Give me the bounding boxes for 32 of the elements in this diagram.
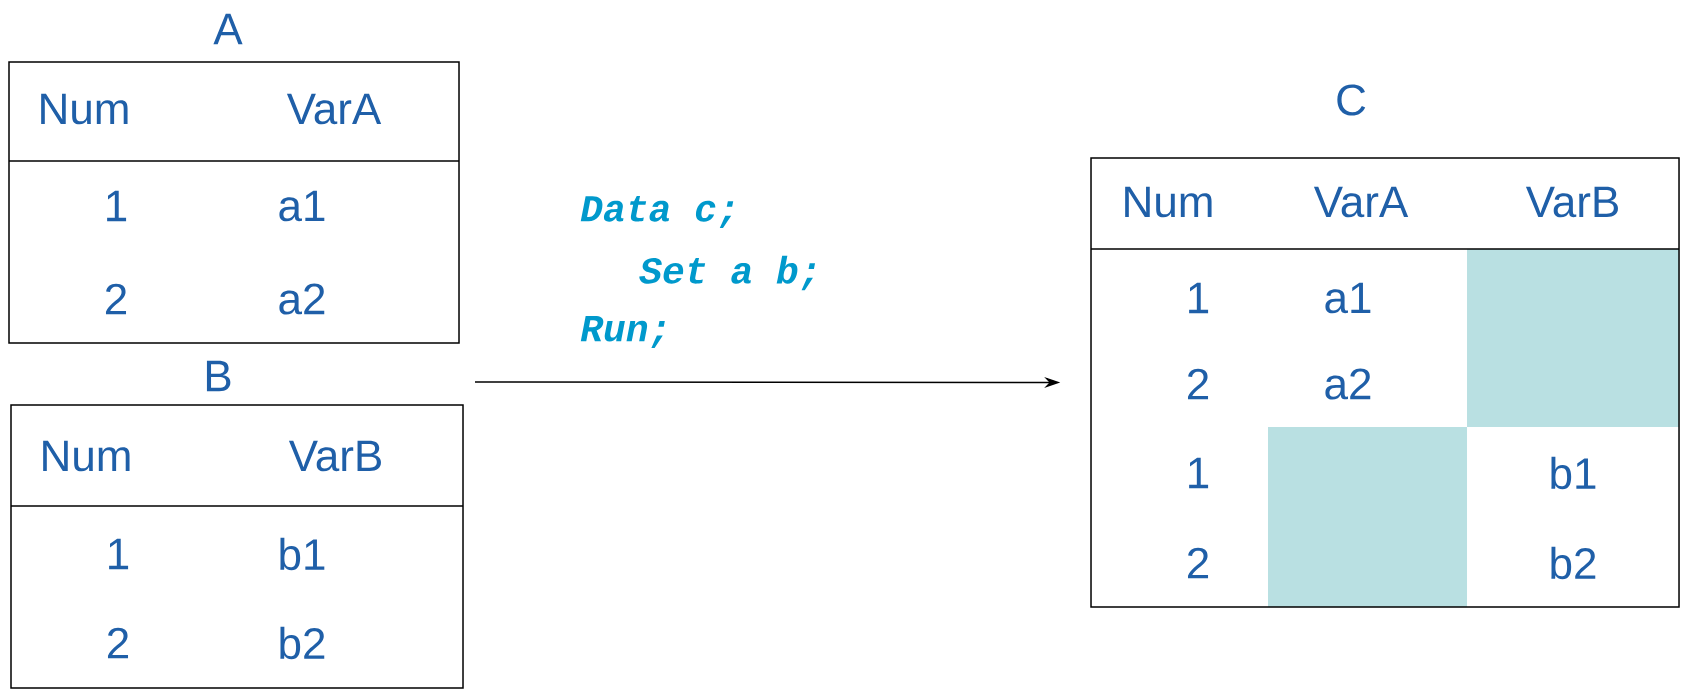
table-cell: VarA — [1313, 186, 1409, 218]
table-cell: 2 — [108, 627, 128, 659]
table-cell: 1 — [109, 538, 129, 570]
code-line: Run; — [580, 316, 665, 348]
table-cell: b2 — [1551, 546, 1596, 580]
table — [10, 360, 464, 689]
table-cell: Num — [43, 440, 130, 472]
table-cell: a1 — [279, 190, 325, 222]
table-cell: 2 — [1188, 368, 1209, 400]
table-title: B — [206, 360, 231, 392]
table-cell: b1 — [1551, 456, 1596, 490]
table-cell: b2 — [280, 626, 325, 660]
code-line: Data c; — [580, 196, 734, 228]
table-cell: 2 — [106, 283, 126, 315]
table-cell: VarB — [1525, 186, 1618, 218]
table-cell: 1 — [107, 190, 127, 222]
table-cell: 2 — [1188, 547, 1209, 579]
table — [1090, 84, 1680, 608]
table-cell: a1 — [1325, 282, 1371, 314]
code-line: Set a b; — [639, 255, 815, 291]
table-cell: b1 — [280, 537, 325, 571]
table-title: C — [1337, 84, 1366, 116]
table-title: A — [213, 13, 243, 45]
table-cell: 1 — [1189, 457, 1209, 489]
table-cell: 1 — [1189, 282, 1209, 314]
table-cell: VarB — [288, 440, 381, 472]
table-cell: a2 — [279, 283, 325, 315]
table-cell: VarA — [286, 93, 382, 125]
table-cell: Num — [41, 93, 128, 125]
table-cell: Num — [1125, 186, 1212, 218]
table — [8, 13, 460, 344]
table-cell: a2 — [1325, 368, 1371, 400]
